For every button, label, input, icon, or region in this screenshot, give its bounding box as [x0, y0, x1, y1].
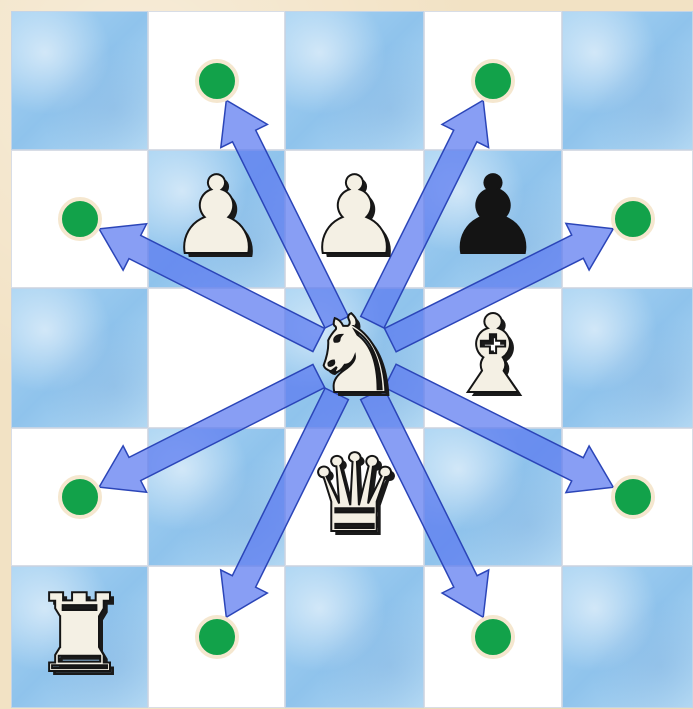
square-4-4[interactable] — [562, 566, 693, 708]
white-queen-icon[interactable]: ♛ — [295, 435, 415, 555]
square-1-2[interactable] — [148, 288, 285, 428]
white-rook-icon[interactable]: ♜ — [20, 575, 140, 695]
move-target-dot[interactable] — [471, 615, 515, 659]
square-0-0[interactable] — [11, 11, 148, 150]
move-target-dot[interactable] — [195, 615, 239, 659]
square-4-0[interactable] — [562, 11, 693, 150]
square-2-0[interactable] — [285, 11, 424, 150]
square-3-3[interactable] — [424, 428, 562, 566]
white-knight-icon[interactable]: ♞ — [295, 296, 415, 416]
white-bishop-icon[interactable]: ♝ — [433, 296, 553, 416]
move-target-dot[interactable] — [471, 59, 515, 103]
white-pawn-1-icon[interactable]: ♟ — [157, 157, 277, 277]
move-target-dot[interactable] — [611, 197, 655, 241]
move-target-dot[interactable] — [611, 475, 655, 519]
white-pawn-2-icon[interactable]: ♟ — [295, 157, 415, 277]
move-target-dot[interactable] — [58, 197, 102, 241]
square-2-4[interactable] — [285, 566, 424, 708]
black-pawn-icon[interactable]: ♟ — [433, 157, 553, 277]
move-target-dot[interactable] — [58, 475, 102, 519]
square-0-2[interactable] — [11, 288, 148, 428]
square-1-3[interactable] — [148, 428, 285, 566]
square-4-2[interactable] — [562, 288, 693, 428]
move-target-dot[interactable] — [195, 59, 239, 103]
